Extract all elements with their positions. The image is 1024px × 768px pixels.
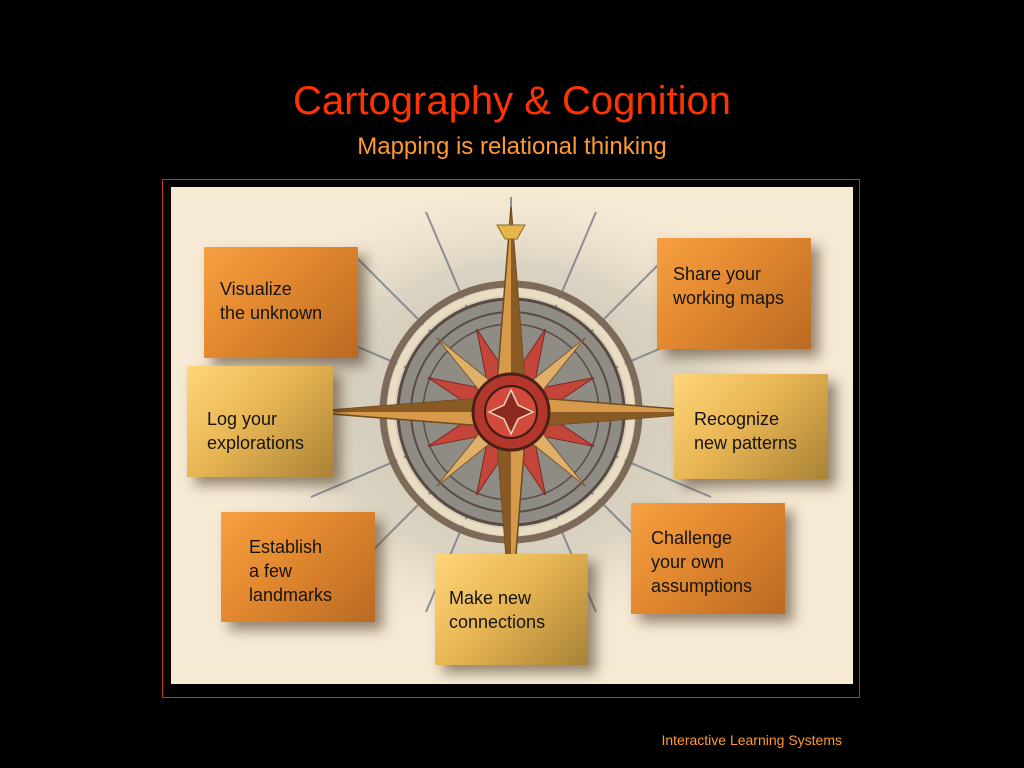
note-make-new-connections: Make new connections <box>435 554 588 665</box>
note-log-your-explorations: Log your explorations <box>187 366 333 477</box>
note-recognize-new-patterns: Recognize new patterns <box>674 374 828 479</box>
image-frame <box>162 179 860 698</box>
note-visualize-the-unknown: Visualize the unknown <box>204 247 358 358</box>
footer-text: Interactive Learning Systems <box>661 732 842 748</box>
slide-subtitle: Mapping is relational thinking <box>357 133 667 160</box>
slide-title: Cartography & Cognition <box>292 79 732 123</box>
note-share-your-working-maps: Share your working maps <box>657 238 811 349</box>
note-establish-a-few-landmarks: Establish a few landmarks <box>221 512 375 622</box>
note-challenge-your-own-assumptions: Challenge your own assumptions <box>631 503 785 614</box>
